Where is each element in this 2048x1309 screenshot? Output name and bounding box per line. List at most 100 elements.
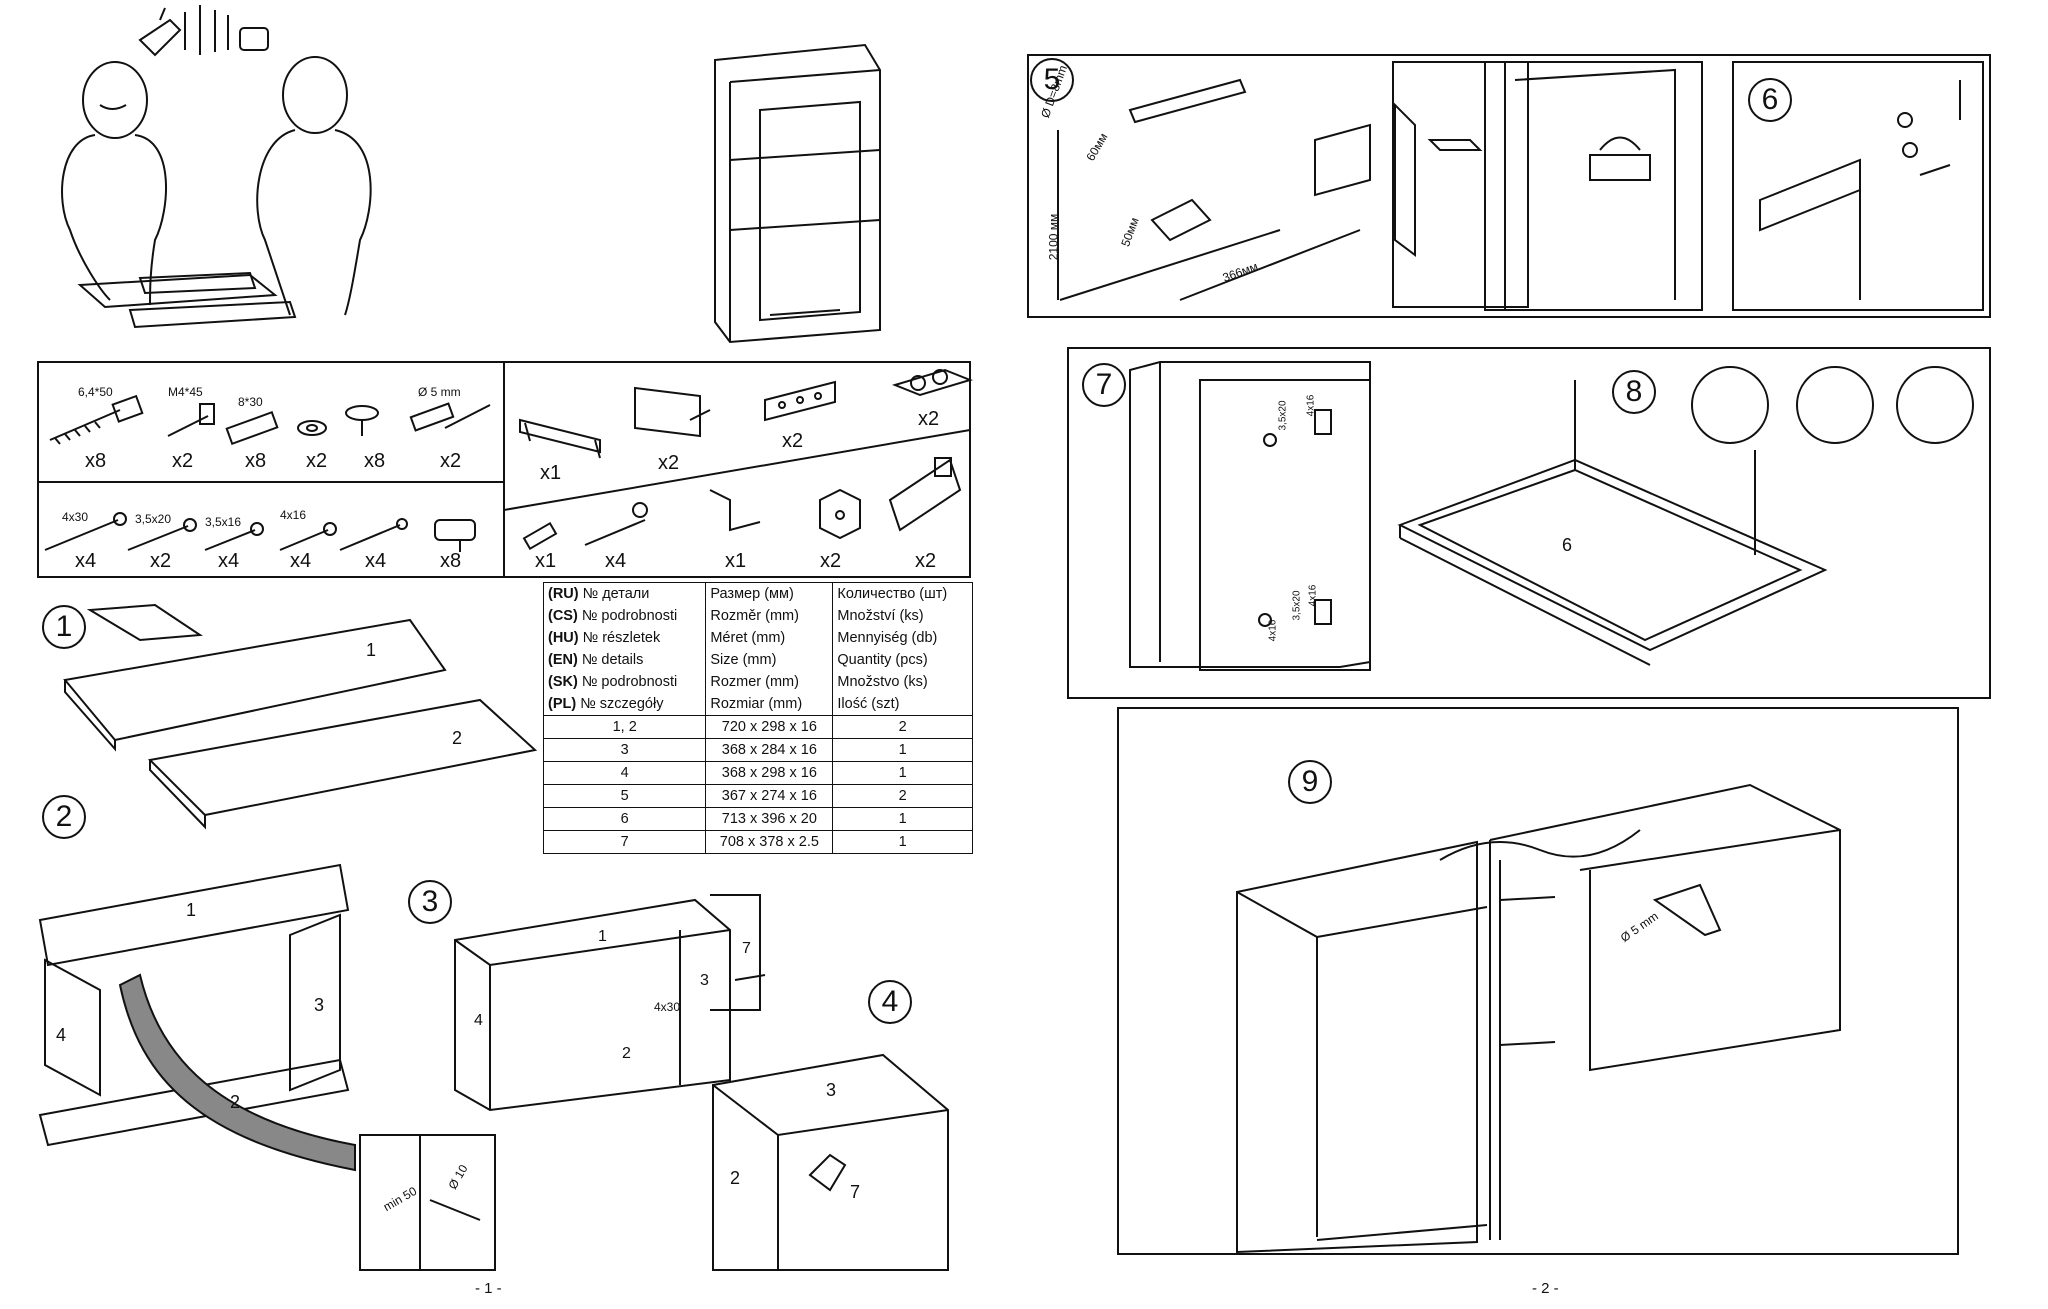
hw-spec-b2: 3,5x20: [135, 512, 172, 526]
table-cell: Количество (шт): [832, 582, 973, 605]
table-cell: 1: [832, 830, 973, 854]
hw-qty-b5: x4: [365, 550, 387, 572]
step3-part-1: 1: [598, 928, 607, 945]
step8-panel-6: 6: [1562, 535, 1573, 555]
step5-dim-2100: 2100 мм: [1046, 213, 1061, 261]
table-cell: Rozmiar (mm): [705, 693, 834, 716]
hw-qty-3: x8: [245, 450, 267, 472]
page-number-2: - 2 -: [1532, 1280, 1559, 1297]
hinge-plate-icon: [819, 488, 861, 540]
hw-spec-b3: 3,5x16: [205, 515, 242, 529]
step-3-marker: 3: [408, 880, 452, 924]
step5-rail-detail: [1504, 62, 1676, 310]
step7-dim-4: 4x16: [1307, 584, 1319, 607]
hw-qty-2: x2: [172, 450, 194, 472]
table-cell: 5: [542, 784, 707, 808]
step4-part-2: 2: [730, 1168, 741, 1188]
connector-icon: [409, 402, 491, 432]
handle-icon: [519, 418, 601, 459]
hw-qty-r6: x4: [605, 550, 627, 572]
table-cell: Размер (мм): [705, 582, 834, 605]
hw-qty-4: x2: [306, 450, 328, 472]
table-cell: 7: [542, 830, 707, 854]
hw-qty-r4: x2: [918, 408, 940, 430]
step1-part-1: 1: [366, 640, 377, 660]
parts-table: (RU) № детали Размер (мм) Количество (шт…: [542, 582, 973, 854]
step-6-marker: 6: [1748, 78, 1792, 122]
step7-dim-1: 3,5x20: [1277, 400, 1289, 431]
step7-dim-2: 4x16: [1305, 394, 1317, 417]
hanging-rail-icon: [764, 380, 836, 422]
table-cell: Rozměr (mm): [705, 605, 834, 627]
hw-qty-r2: x2: [658, 452, 680, 474]
hw-qty-5: x8: [364, 450, 386, 472]
cabinet-preview: [714, 43, 881, 344]
step3-part-2: 2: [622, 1045, 631, 1062]
step2-assembly: [38, 863, 496, 1271]
hw-spec-3: 8*30: [238, 395, 263, 409]
dowel-icon: [225, 410, 279, 446]
hw-qty-r3: x2: [782, 430, 804, 452]
table-cell: (RU) № детали: [542, 582, 707, 605]
hw-qty-r8: x2: [820, 550, 842, 572]
table-cell: Ilość (szt): [832, 693, 973, 716]
hw-qty-1: x8: [85, 450, 107, 472]
step1-part-2: 2: [452, 728, 463, 748]
step-8-marker: 8: [1612, 370, 1656, 414]
step7-carcass: [1129, 361, 1371, 671]
table-cell: (PL) № szczegóły: [542, 693, 707, 716]
table-cell: 720 x 298 x 16: [705, 715, 834, 739]
step4-cabinet: [712, 1053, 949, 1271]
hw-qty-b2: x2: [150, 550, 172, 572]
table-cell: 3: [542, 738, 707, 762]
hw-spec-b4: 4x16: [280, 508, 307, 522]
allen-key-icon: [709, 489, 761, 532]
screw-m4-icon: [167, 403, 215, 437]
table-cell: (CS) № podrobnosti: [542, 605, 707, 627]
step-1-marker: 1: [42, 605, 86, 649]
step2-part-4: 4: [56, 1025, 67, 1045]
assembler-figure-left: [61, 61, 167, 306]
step-7-marker: 7: [1082, 363, 1126, 407]
table-cell: 1: [832, 761, 973, 785]
table-cell: 713 x 396 x 20: [705, 807, 834, 831]
step5-wall: [1057, 78, 1483, 301]
table-cell: (SK) № podrobnosti: [542, 671, 707, 693]
hw-qty-r9: x2: [915, 550, 937, 572]
bracket-icon: [634, 386, 711, 438]
step1-panels: [63, 603, 538, 830]
tools-icon: [138, 5, 269, 57]
step-4-marker: 4: [868, 980, 912, 1024]
screw-4x30-icon: [44, 512, 127, 551]
table-cell: 368 x 284 x 16: [705, 738, 834, 762]
washer-icon: [297, 420, 327, 436]
step6-detail: [1759, 80, 1961, 300]
table-cell: Size (mm): [705, 649, 834, 671]
table-cell: 708 x 378 x 2.5: [705, 830, 834, 854]
hw-spec-2: M4*45: [168, 385, 203, 399]
step3-part-7: 7: [742, 940, 751, 957]
hw-qty-6: x2: [440, 450, 462, 472]
step2-part-1: 1: [186, 900, 197, 920]
hw-spec-1: 6,4*50: [78, 385, 113, 399]
step9-cabinets: [1236, 783, 1841, 1254]
step3-box: [454, 894, 766, 1112]
step3-part-4: 4: [474, 1012, 483, 1029]
hw-qty-r7: x1: [725, 550, 747, 572]
table-cell: Mennyiség (db): [832, 627, 973, 649]
nail-icon: [339, 518, 408, 551]
step4-part-3: 3: [826, 1080, 837, 1100]
table-cell: 1: [832, 738, 973, 762]
table-cell: 367 x 274 x 16: [705, 784, 834, 808]
step3-part-3: 3: [700, 972, 709, 989]
shelf-pin-icon: [345, 405, 379, 436]
step7-dim-5: 4x16: [1267, 619, 1279, 642]
hinge-icon: [888, 457, 962, 532]
hw-qty-b3: x4: [218, 550, 240, 572]
step-9-marker: 9: [1288, 760, 1332, 804]
